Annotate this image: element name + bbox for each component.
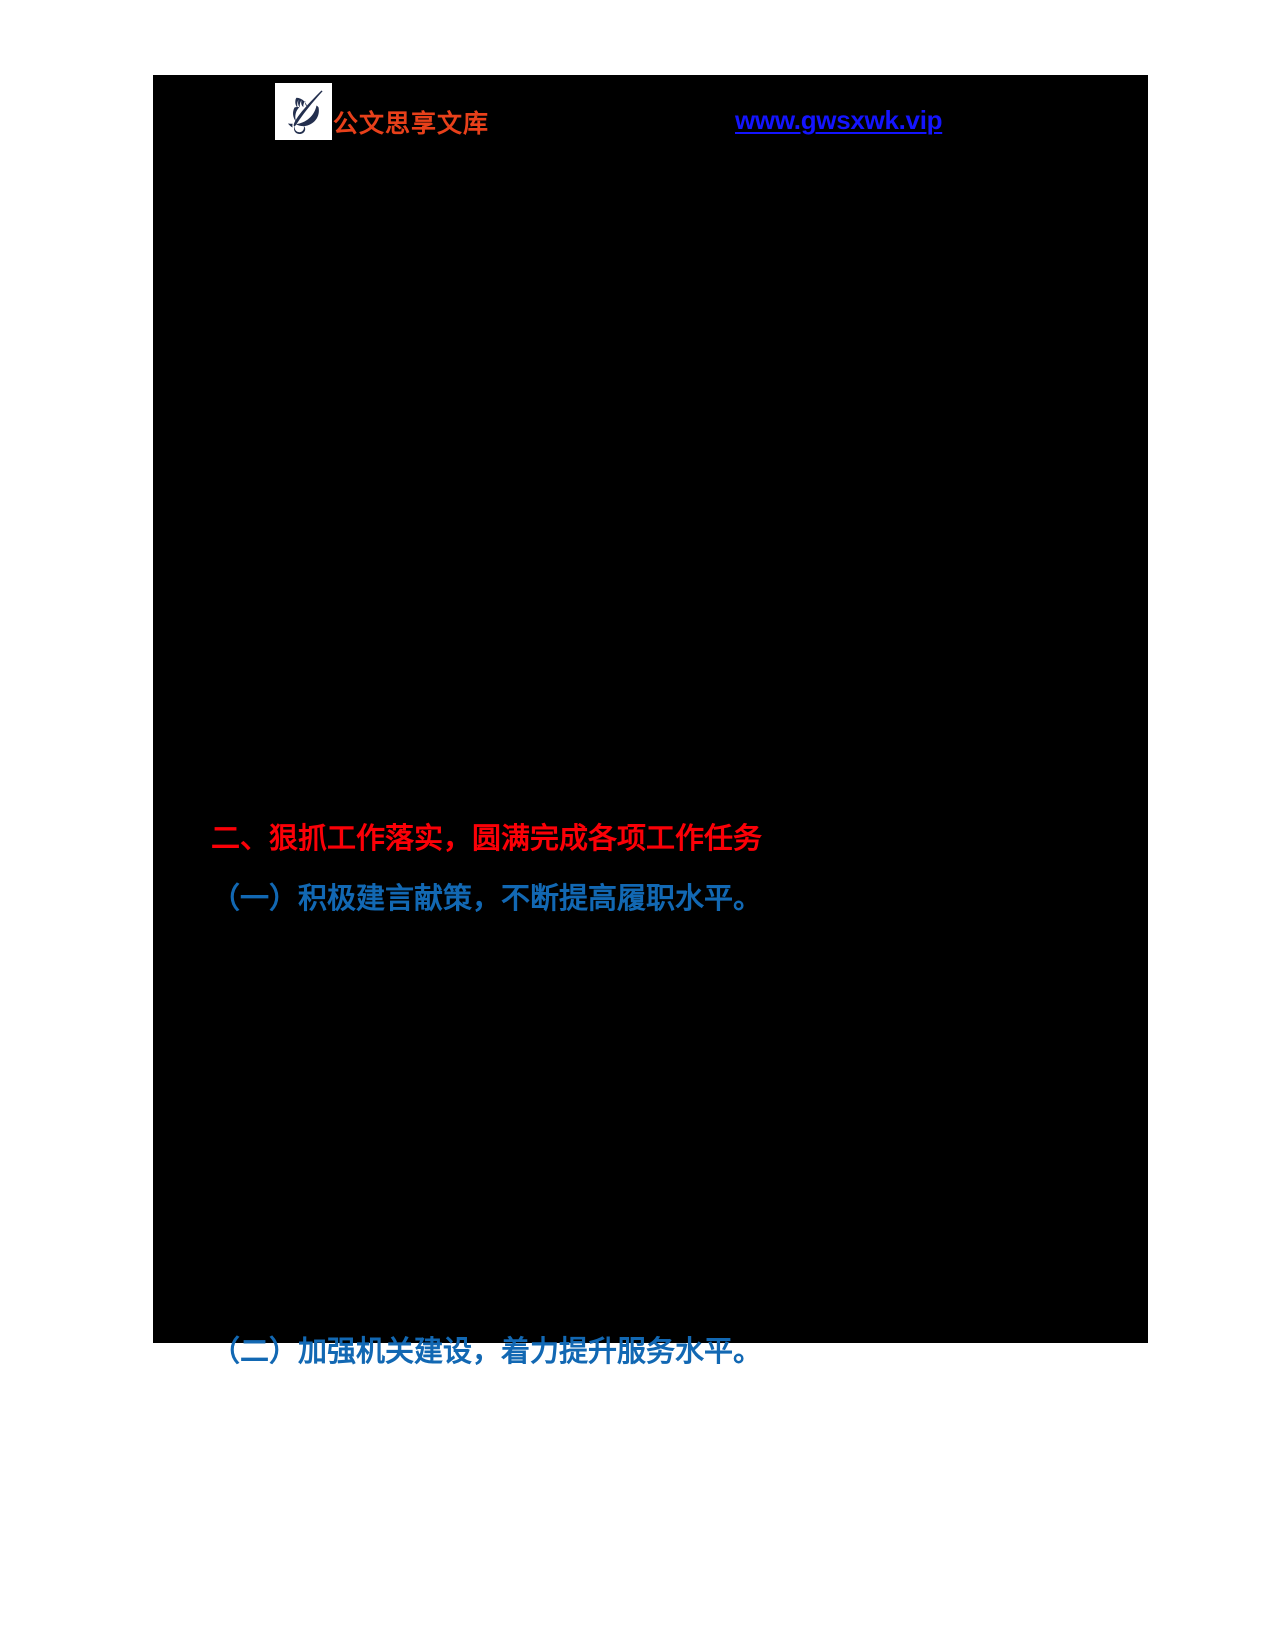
document-body: 二、狠抓工作落实，圆满完成各项工作任务 （一）积极建言献策，不断提高履职水平。 … <box>153 165 1148 1368</box>
subsection-heading-er: （二）加强机关建设，着力提升服务水平。 <box>211 1334 763 1368</box>
document-header-bar: 公文思享文库 www.gwsxwk.vip <box>153 75 1148 165</box>
calligraphy-swan-logo-icon <box>275 83 332 140</box>
subsection-heading-yi: （一）积极建言献策，不断提高履职水平。 <box>211 881 763 915</box>
document-page-sheet: 公文思享文库 www.gwsxwk.vip 二、狠抓工作落实，圆满完成各项工作任… <box>153 75 1148 1368</box>
section-heading-er: 二、狠抓工作落实，圆满完成各项工作任务 <box>211 821 763 855</box>
brand-block: 公文思享文库 <box>275 68 489 140</box>
brand-name-text: 公文思享文库 <box>333 110 490 138</box>
site-url-link[interactable]: www.gwsxwk.vip <box>735 105 943 135</box>
